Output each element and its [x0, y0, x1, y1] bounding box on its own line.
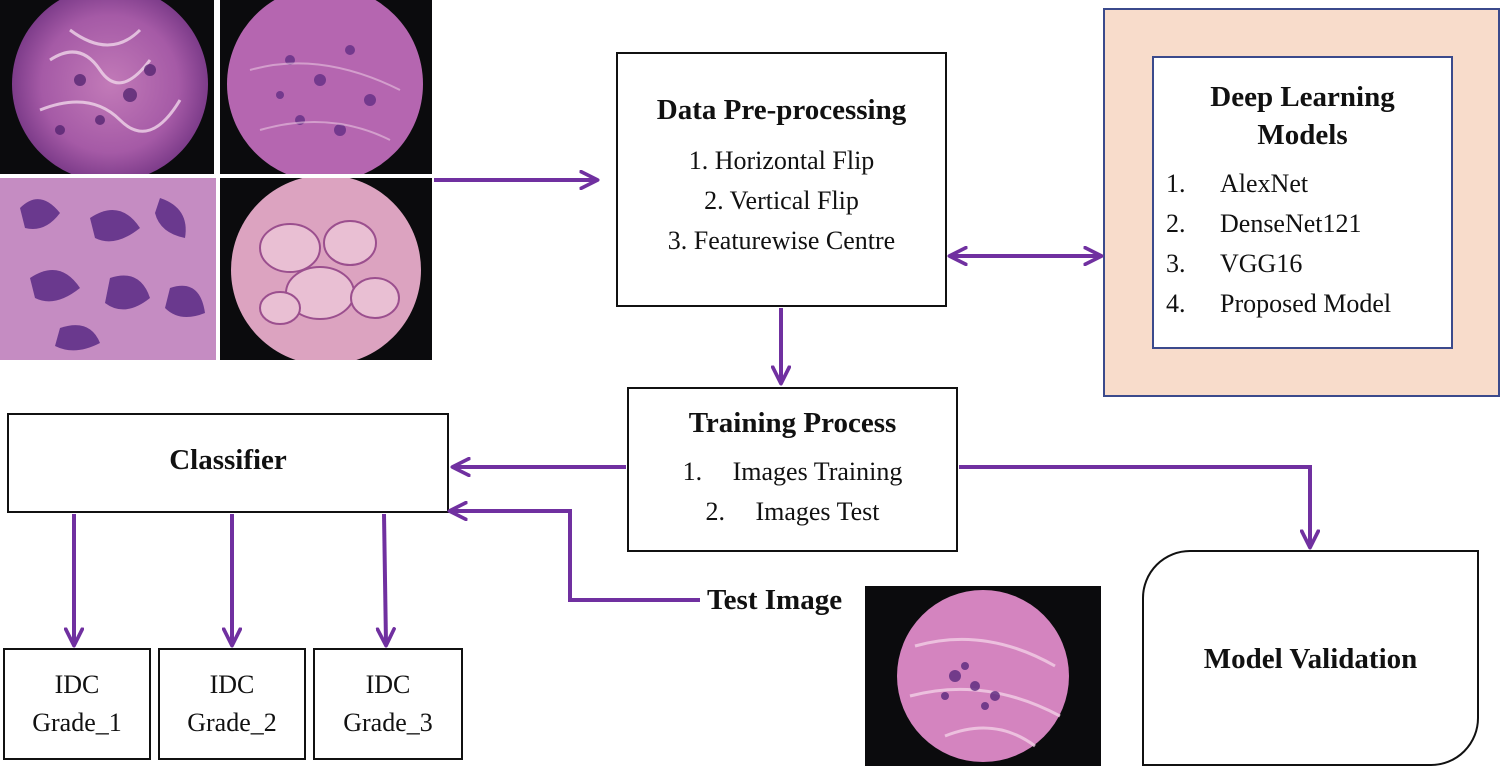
preprocessing-item-3: 3. Featurewise Centre	[667, 226, 896, 255]
histology-image-1	[0, 0, 214, 174]
grade-2-line2: Grade_2	[187, 708, 277, 737]
preprocessing-item-2: 2. Vertical Flip	[704, 186, 859, 215]
classifier-title: Classifier	[169, 443, 287, 476]
test-image-label: Test Image	[707, 584, 843, 616]
training-title: Training Process	[688, 407, 897, 439]
test-histology-image	[865, 586, 1101, 766]
training-box: Training Process 1.Images Training 2.Ima…	[627, 387, 958, 552]
histology-image-2	[220, 0, 432, 174]
deep-learning-title-line2: Models	[1257, 119, 1348, 151]
preprocessing-title: Data Pre-processing	[656, 94, 907, 126]
preprocessing-box: Data Pre-processing 1. Horizontal Flip 2…	[616, 52, 947, 307]
arrow-test-image-to-classifier	[451, 511, 700, 602]
deep-learning-title-line1: Deep Learning	[1210, 81, 1395, 113]
model-item-proposed: 4.Proposed Model	[1166, 289, 1392, 318]
preprocessing-item-1: 1. Horizontal Flip	[688, 146, 875, 175]
deep-learning-box: Deep Learning Models 1.AlexNet 2.DenseNe…	[1152, 56, 1453, 349]
grade-2-line1: IDC	[209, 670, 255, 699]
model-item-alexnet: 1.AlexNet	[1166, 169, 1309, 198]
grade-box-2: IDC Grade_2	[158, 648, 306, 760]
grade-1-line1: IDC	[54, 670, 100, 699]
model-item-vgg16: 3.VGG16	[1166, 249, 1303, 278]
training-item-1: 1.Images Training	[682, 457, 903, 486]
grade-1-line2: Grade_1	[32, 708, 122, 737]
model-validation-title: Model Validation	[1203, 642, 1418, 675]
histology-image-4	[220, 178, 432, 360]
training-item-2: 2.Images Test	[705, 497, 880, 526]
grade-box-1: IDC Grade_1	[3, 648, 151, 760]
classifier-box: Classifier	[7, 413, 449, 513]
model-validation-box: Model Validation	[1142, 550, 1479, 766]
histology-image-3	[0, 178, 216, 360]
grade-box-3: IDC Grade_3	[313, 648, 463, 760]
model-item-densenet: 2.DenseNet121	[1166, 209, 1362, 238]
grade-3-line2: Grade_3	[343, 708, 433, 737]
arrow-training-to-validation	[959, 465, 1310, 546]
arrow-classifier-to-grade-3	[384, 513, 386, 644]
grade-3-line1: IDC	[365, 670, 411, 699]
